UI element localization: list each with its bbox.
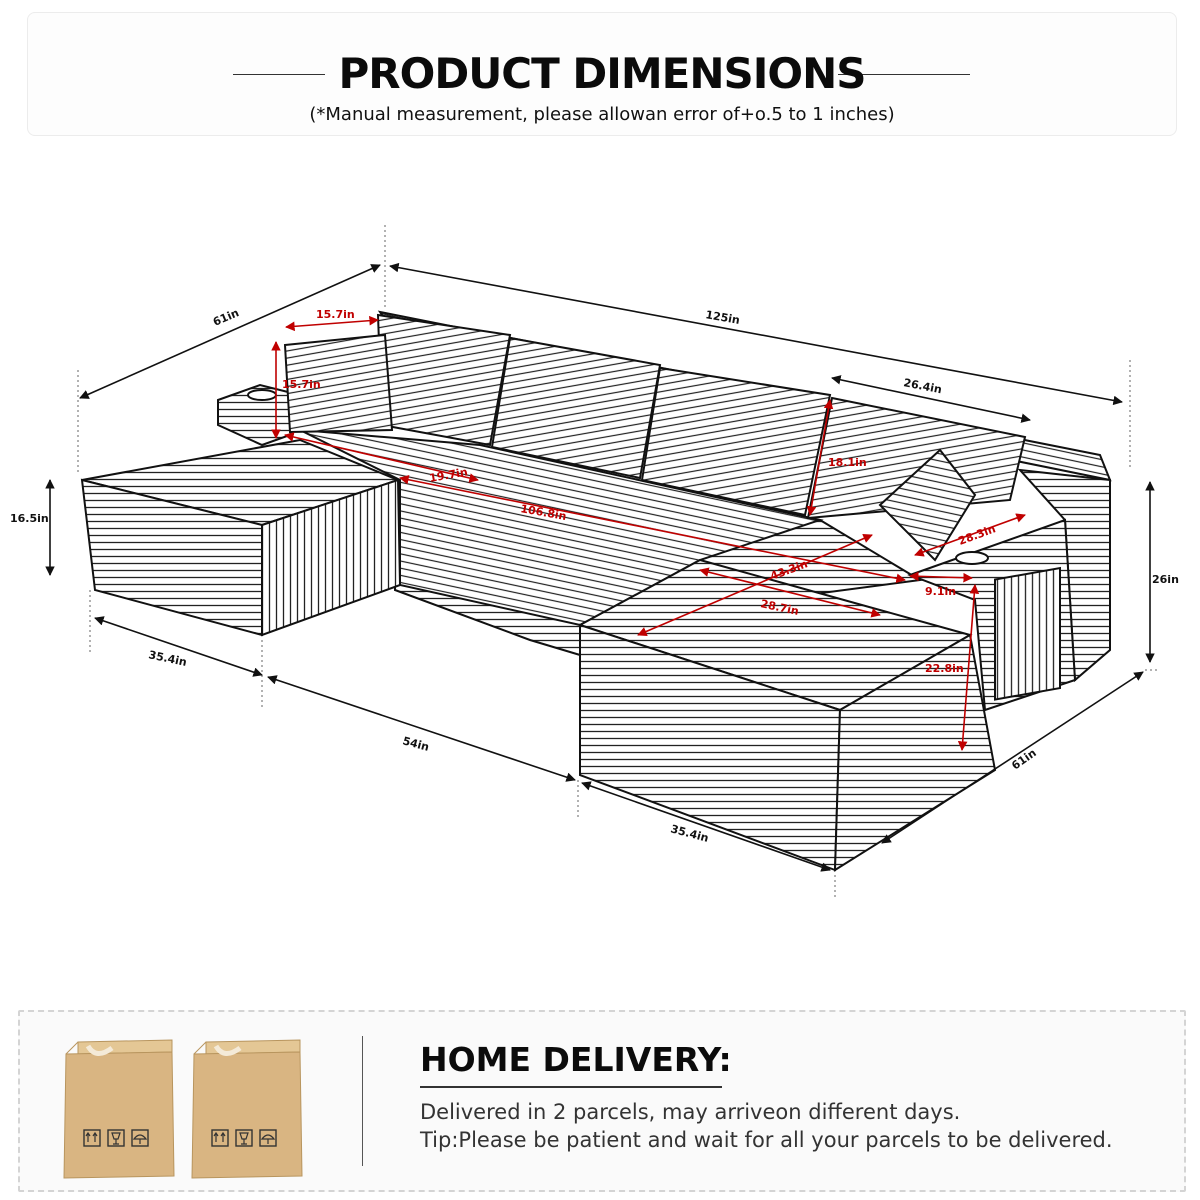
keep-dry-icon [131, 1129, 149, 1147]
dim-line-bottom-middle [267, 675, 576, 782]
delivery-title-underline [420, 1086, 722, 1088]
delivery-line-1: Delivered in 2 parcels, may arriveon dif… [420, 1100, 961, 1124]
dim-line-console-width [909, 571, 973, 583]
header-panel: PRODUCT DIMENSIONS (*Manual measurement,… [27, 12, 1177, 136]
title-rule-left [233, 74, 325, 75]
label-bottom-middle: 54in [401, 734, 430, 754]
delivery-line-2: Tip:Please be patient and wait for all y… [420, 1128, 1113, 1152]
dim-line-chaise-width [699, 567, 881, 618]
label-back-height: 18.1in [828, 456, 867, 469]
sofa-diagram: 61in 125in 26.4in 16.5in 26in 35.4in 54i… [10, 225, 1179, 900]
this-way-up-icon [83, 1129, 101, 1147]
left-chaise-side [261, 478, 402, 637]
cup-holder-right-icon [955, 551, 989, 565]
label-armrest-width: 15.7in [316, 308, 355, 321]
cardboard-box-icon [191, 1039, 303, 1179]
label-pillow-width: 26.4in [902, 376, 943, 396]
cardboard-box-icon [63, 1039, 175, 1179]
label-length-total: 125in [704, 308, 740, 327]
cup-holder-left-icon [247, 389, 277, 401]
label-armrest-height: 15.7in [282, 378, 321, 391]
fragile-icon [107, 1129, 125, 1147]
dim-line-pillow [831, 375, 1031, 423]
keep-dry-icon [259, 1129, 277, 1147]
dim-line-bottom-right [581, 781, 831, 872]
label-chaise-depth: 28.3in [957, 522, 998, 547]
label-console-width: 9.1in [925, 585, 956, 598]
dim-line-bottom-left [94, 616, 263, 677]
this-way-up-icon [211, 1129, 229, 1147]
dim-line-armrest-width [285, 315, 379, 332]
fragile-icon [235, 1129, 253, 1147]
dim-line-depth-left [79, 264, 381, 399]
right-armrest-back [1017, 468, 1111, 683]
label-chaise-height: 22.8in [925, 662, 964, 675]
delivery-title: HOME DELIVERY: [420, 1040, 732, 1079]
title-rule-right [838, 74, 970, 75]
label-bottom-left: 35.4in [147, 648, 188, 669]
dim-line-chaise-height [957, 584, 980, 751]
dim-line-depth-right [881, 671, 1144, 844]
measurement-note: (*Manual measurement, please allowan err… [309, 104, 895, 125]
side-pocket [994, 566, 1061, 701]
page-title: PRODUCT DIMENSIONS [338, 49, 867, 98]
back-cushion-1 [376, 313, 512, 447]
delivery-divider [362, 1036, 363, 1166]
label-depth-left: 61in [211, 306, 241, 328]
dim-line-chaise-depth [914, 513, 1026, 557]
dim-line-seat-depth [284, 432, 479, 483]
dim-line-back-height [806, 399, 834, 516]
delivery-panel: HOME DELIVERY: Delivered in 2 parcels, m… [18, 1010, 1186, 1192]
label-depth-right: 61in [1009, 746, 1039, 772]
label-side-height: 16.5in [10, 512, 49, 525]
label-total-height: 26in [1152, 573, 1179, 586]
